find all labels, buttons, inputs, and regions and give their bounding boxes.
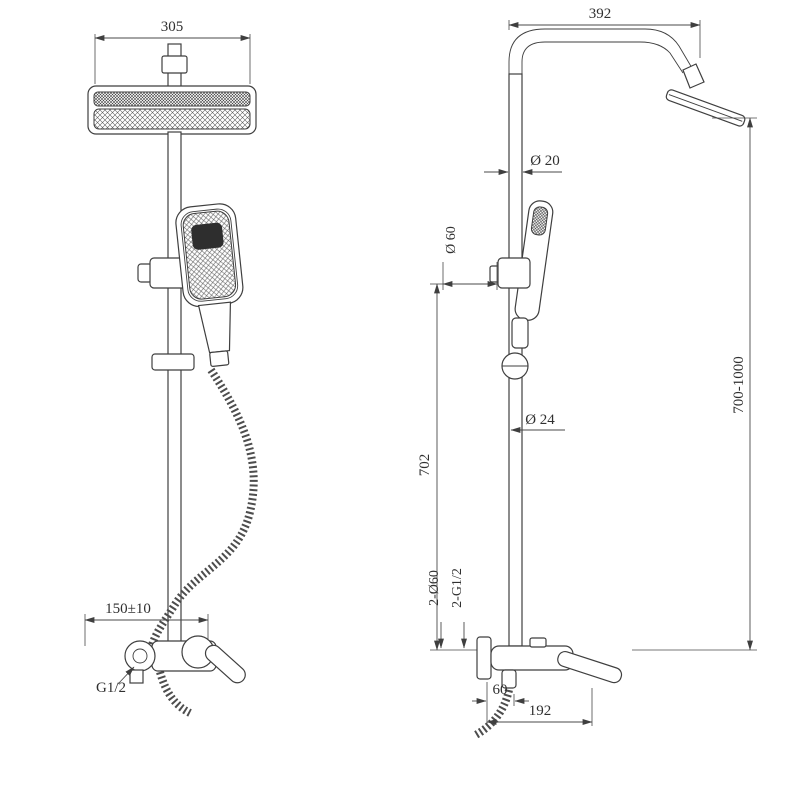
dim-slider-diameter-label: Ø 24 xyxy=(525,412,555,428)
dim-column-height-label: 702 xyxy=(417,454,433,477)
dim-outlet-offset-label: 60 xyxy=(493,682,508,698)
dim-height-range: 700-1000 xyxy=(632,117,757,651)
inlet-escutcheon xyxy=(124,640,156,672)
mixer-outlet xyxy=(129,669,144,684)
hand-shower-lower-side xyxy=(511,317,529,349)
arm-inner-line xyxy=(521,41,684,78)
dim-head-width: 305 xyxy=(94,19,251,84)
hose-nut xyxy=(209,350,230,367)
dim-inlet-spacing: 150±10 xyxy=(84,601,209,646)
hose-coil xyxy=(146,367,258,656)
label-outlet-count-thread: 2-G1/2 xyxy=(450,568,465,608)
dim-pipe-diameter-label: Ø 20 xyxy=(530,153,560,169)
hand-shower-side xyxy=(489,200,554,349)
hose-outlet-side xyxy=(501,669,517,689)
dim-column-height: 702 xyxy=(417,283,477,651)
inlet-escutcheon-inner xyxy=(132,648,148,664)
dim-spout-reach-label: 192 xyxy=(529,703,552,719)
rain-head-front xyxy=(87,85,257,135)
dim-holder-diameter-label: Ø 60 xyxy=(444,226,459,254)
shower-arm-side xyxy=(508,28,705,89)
shower-hose-front xyxy=(146,367,258,717)
pipe-bracket-front xyxy=(151,353,195,371)
riser-pipe-front xyxy=(167,131,182,643)
dim-slider-diameter: Ø 24 xyxy=(510,412,565,433)
rain-head-spray-face xyxy=(93,108,251,130)
dim-spout-reach: 192 xyxy=(486,688,593,726)
hose-tail xyxy=(156,670,192,717)
label-outlet-count-diameter: 2-Ø60 xyxy=(427,570,442,606)
rain-head-top-band xyxy=(93,91,251,107)
top-nut xyxy=(161,55,188,74)
slider-clamp-front xyxy=(137,257,187,289)
label-outlets: 2-Ø60 2-G1/2 xyxy=(427,568,467,649)
dim-head-width-label: 305 xyxy=(161,19,184,35)
dim-inlet-spacing-label: 150±10 xyxy=(105,601,151,617)
dim-pipe-diameter: Ø 20 xyxy=(484,153,562,175)
mixer-handle xyxy=(204,644,246,684)
front-view: 305 xyxy=(84,19,258,717)
side-view: 392 Ø 20 Ø 60 xyxy=(417,6,757,740)
wall-plate-side xyxy=(476,636,492,680)
hand-shower-face-border xyxy=(180,208,239,302)
slider-ball-side xyxy=(501,352,529,380)
dim-arm-reach-label: 392 xyxy=(589,6,612,22)
dim-holder-diameter: Ø 60 xyxy=(442,226,498,290)
arm-connector-front xyxy=(161,43,188,89)
dim-arm-reach: 392 xyxy=(508,6,701,58)
hand-shower-blade-top xyxy=(530,206,549,236)
label-inlet-thread-text: G1/2 xyxy=(96,680,126,696)
hand-shower-handle xyxy=(197,301,232,354)
arm-outer-line xyxy=(508,28,693,78)
diverter-knob-side xyxy=(529,637,547,648)
head-connector-side xyxy=(682,63,705,89)
rain-head-slab-line xyxy=(668,94,743,122)
hand-shower-front xyxy=(175,203,244,367)
mixer-front xyxy=(124,635,246,684)
rain-head-side xyxy=(665,89,746,127)
mixer-side xyxy=(471,636,623,740)
clamp-body-side xyxy=(497,257,531,289)
hand-shower-button xyxy=(191,222,224,250)
label-inlet-thread: G1/2 xyxy=(96,666,135,696)
dim-height-range-label: 700-1000 xyxy=(731,356,747,414)
mixer-handle-side xyxy=(557,650,623,684)
hose-tail-side xyxy=(471,688,513,740)
dim-outlet-offset: 60 xyxy=(472,682,529,706)
